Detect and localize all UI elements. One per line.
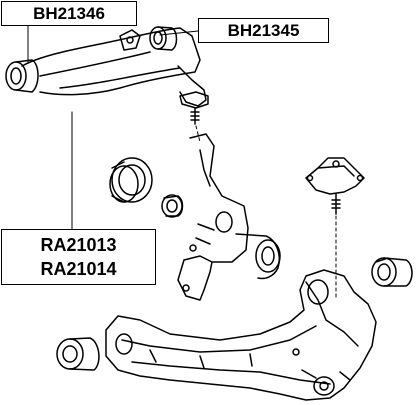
steering-knuckle [177,133,281,301]
lower-arm-bushing-right [371,257,413,287]
small-bushing [161,194,184,218]
leader-lines [27,25,199,230]
part-label-top-left: BH21346 [1,1,137,26]
upper-arm-bushing-right [149,26,178,51]
lower-control-arm [105,269,377,401]
lower-ball-joint [305,157,365,215]
part-number-lower-arm-2: RA21014 [40,259,117,279]
upper-ball-joint [179,91,209,125]
alignment-line [195,125,201,143]
part-label-top-right: BH21345 [198,18,329,43]
upper-control-arm [21,27,207,107]
part-label-lower-arm: RA21013 RA21014 [1,229,156,285]
part-number-top-left: BH21346 [33,4,105,23]
part-number-lower-arm-1: RA21013 [40,235,117,255]
part-number-top-right: BH21345 [227,21,300,40]
upper-arm-bushing-left [5,59,39,93]
lower-arm-bushing-left [56,337,100,371]
hub-seal [109,157,153,203]
